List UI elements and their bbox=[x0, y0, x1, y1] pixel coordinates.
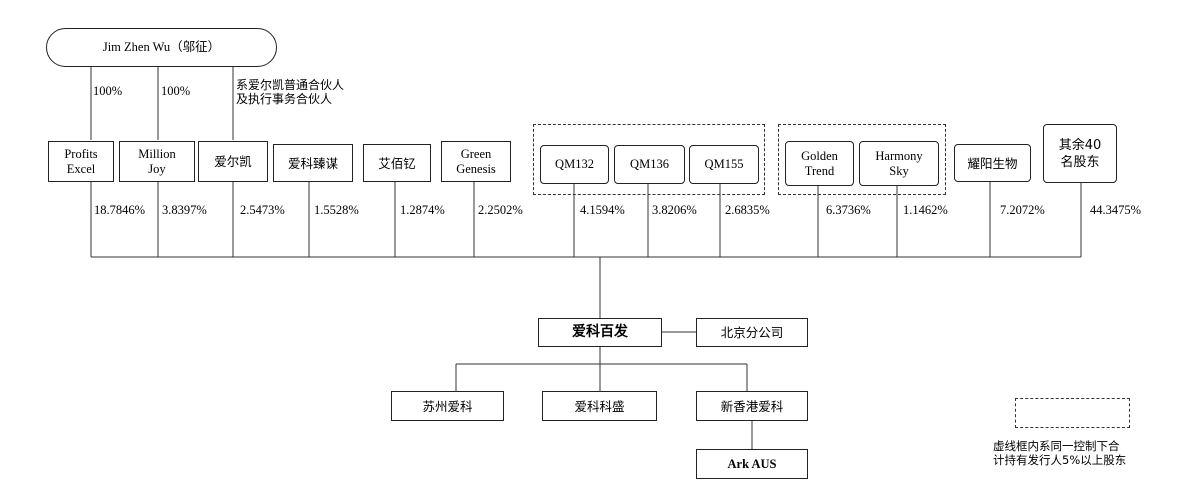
subsidiary-aike-kesheng: 爱科科盛 bbox=[542, 391, 657, 421]
shareholder-aike-zhenmou: 爱科臻谋 bbox=[273, 144, 353, 182]
subsidiary-suzhou: 苏州爱科 bbox=[391, 391, 504, 421]
pct-aike-zhenmou: 1.5528% bbox=[314, 203, 359, 217]
pct-yaoyang-bio: 7.2072% bbox=[1000, 203, 1045, 217]
shareholder-million-joy: Million Joy bbox=[119, 141, 195, 182]
pct-million-joy: 3.8397% bbox=[162, 203, 207, 217]
legend-dashed-sample bbox=[1015, 398, 1130, 428]
pct-qm136: 3.8206% bbox=[652, 203, 697, 217]
shareholder-qm136: QM136 bbox=[614, 145, 685, 184]
top-holder-node: Jim Zhen Wu（邬征） bbox=[46, 28, 277, 67]
company-node: 爱科百发 bbox=[538, 318, 662, 347]
shareholder-golden-trend: Golden Trend bbox=[785, 141, 854, 186]
qm-group-frame bbox=[533, 124, 765, 195]
pct-qm132: 4.1594% bbox=[580, 203, 625, 217]
shareholder-yaoyang-bio: 耀阳生物 bbox=[954, 144, 1031, 182]
aierkai-partner-note: 系爱尔凯普通合伙人 及执行事务合伙人 bbox=[236, 78, 345, 106]
shareholder-aierkai: 爱尔凯 bbox=[198, 141, 268, 182]
shareholder-aibaiyi: 艾佰钇 bbox=[363, 144, 431, 182]
subsidiary-hongkong: 新香港爱科 bbox=[696, 391, 808, 421]
pct-profits-excel-parent: 100% bbox=[93, 84, 123, 98]
shareholder-qm132: QM132 bbox=[540, 145, 609, 184]
shareholder-harmony-sky: Harmony Sky bbox=[859, 141, 939, 186]
golden-harmony-group-frame bbox=[778, 124, 946, 195]
shareholder-qm155: QM155 bbox=[689, 145, 759, 184]
pct-green-genesis: 2.2502% bbox=[478, 203, 523, 217]
shareholder-profits-excel: Profits Excel bbox=[48, 141, 114, 182]
pct-golden-trend: 6.3736% bbox=[826, 203, 871, 217]
shareholder-other-40: 其余40 名股东 bbox=[1043, 124, 1117, 183]
pct-other-40: 44.3475% bbox=[1090, 203, 1142, 217]
branch-node: 北京分公司 bbox=[696, 318, 808, 347]
pct-profits-excel: 18.7846% bbox=[94, 203, 146, 217]
pct-qm155: 2.6835% bbox=[725, 203, 770, 217]
top-holder-label: Jim Zhen Wu（邬征） bbox=[102, 40, 221, 54]
pct-harmony-sky: 1.1462% bbox=[903, 203, 948, 217]
pct-aibaiyi: 1.2874% bbox=[400, 203, 445, 217]
pct-million-joy-parent: 100% bbox=[161, 84, 191, 98]
shareholder-green-genesis: Green Genesis bbox=[441, 141, 511, 182]
legend-text: 虚线框内系同一控制下合 计持有发行人5%以上股东 bbox=[993, 439, 1127, 467]
subsidiary-ark-aus: Ark AUS bbox=[696, 449, 808, 479]
pct-aierkai: 2.5473% bbox=[240, 203, 285, 217]
